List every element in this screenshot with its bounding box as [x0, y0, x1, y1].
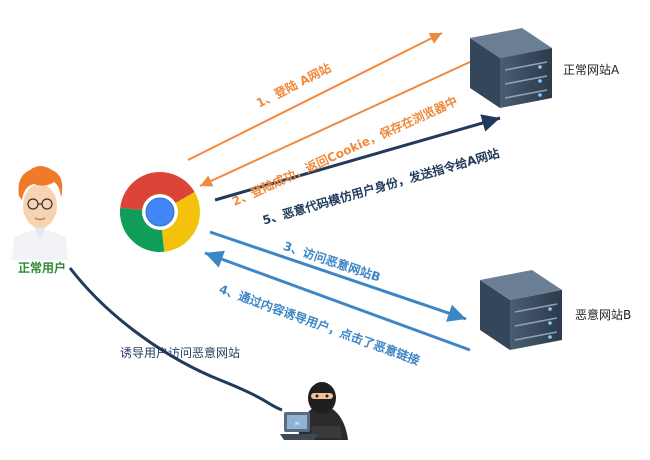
server-a-label: 正常网站A	[563, 63, 620, 77]
server-b-label: 恶意网站B	[575, 308, 632, 322]
arrow-step2	[199, 61, 471, 187]
chrome-browser-icon	[119, 172, 200, 253]
arrow-step3	[209, 230, 467, 322]
svg-text:☠: ☠	[294, 420, 300, 427]
normal-user-icon	[12, 166, 68, 260]
lure-label: 诱导用户访问恶意网站	[120, 346, 241, 360]
server-a-icon	[470, 28, 552, 108]
hacker-icon: ☠	[280, 382, 348, 440]
server-b-icon	[480, 270, 562, 350]
arrow-step5	[214, 114, 501, 202]
user-label: 正常用户	[18, 261, 67, 275]
arrow-step4	[204, 250, 471, 352]
arrow-step1	[187, 32, 443, 161]
arrow-lure	[68, 267, 283, 412]
